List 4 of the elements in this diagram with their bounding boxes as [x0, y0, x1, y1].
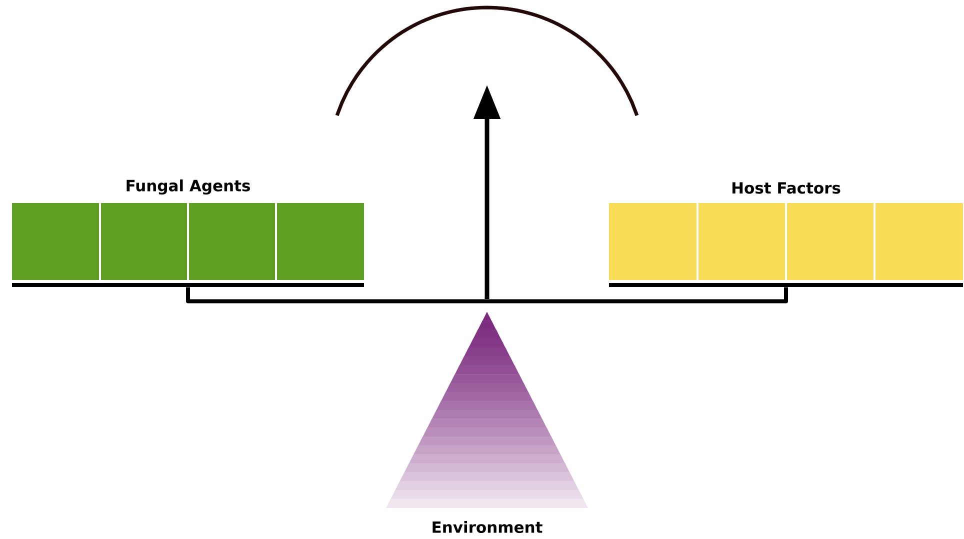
node-label: Environment	[432, 521, 542, 533]
node-label: Host Factors	[732, 182, 840, 194]
node-label: Fungal Agents	[126, 179, 250, 195]
balance-beam	[186, 287, 788, 304]
